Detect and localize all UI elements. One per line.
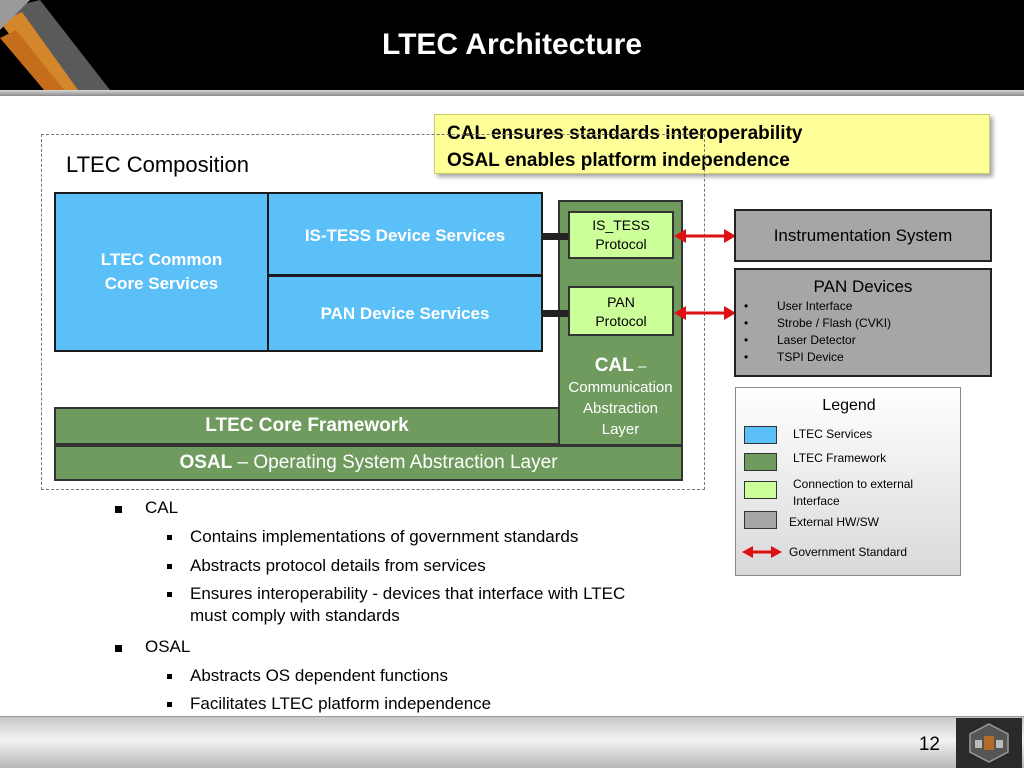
pan-connector <box>541 310 570 317</box>
istess-standard-arrow <box>674 229 736 243</box>
istess-protocol-line-1: IS_TESS <box>592 217 650 233</box>
bullet-dot: • <box>744 333 749 347</box>
ltec-core-framework-block: LTEC Core Framework <box>54 407 560 445</box>
sub-bullet-square <box>167 702 172 707</box>
instrumentation-system-box: Instrumentation System <box>734 209 992 262</box>
header-rule <box>0 90 1024 96</box>
government-standard-arrows <box>674 229 736 320</box>
pan-device-item: • Laser Detector <box>736 332 990 349</box>
bullet-cal: CAL <box>145 498 179 517</box>
pan-device-item: • Strobe / Flash (CVKI) <box>736 315 990 332</box>
istess-connector <box>541 233 570 240</box>
pan-device-label: User Interface <box>777 299 853 313</box>
cal-label-line-2: Abstraction <box>582 400 659 417</box>
legend-box: Legend LTEC Services LTEC Framework Conn… <box>735 387 961 576</box>
pan-devices-list: • User Interface • Strobe / Flash (CVKI) •… <box>736 298 990 366</box>
pan-protocol-line-1: PAN <box>607 294 635 310</box>
cal-label-line-3: Layer <box>601 421 640 438</box>
legend-title: Legend <box>822 397 876 414</box>
slide-footer <box>0 716 1024 768</box>
cal-label-bold: CAL <box>594 355 634 376</box>
core-services-line-2: Core Services <box>104 274 219 293</box>
sub-bullet-item: Facilitates LTEC platform independence <box>190 694 492 713</box>
sub-bullet-square <box>167 564 172 569</box>
core-framework-label: LTEC Core Framework <box>205 415 409 436</box>
slide-title: LTEC Architecture <box>381 28 643 61</box>
cal-label-dash: – <box>633 358 647 375</box>
sub-bullet-square <box>167 535 172 540</box>
osal-label-bold: OSAL <box>179 452 233 473</box>
legend-label-government-standard: Government Standard <box>789 545 908 559</box>
pan-standard-arrow <box>674 306 736 320</box>
sub-bullet-square <box>167 674 172 679</box>
legend-label-framework: LTEC Framework <box>793 451 887 465</box>
header-decoration <box>0 0 110 90</box>
legend-label-connection-line-1: Connection to external <box>793 477 914 491</box>
composition-title: LTEC Composition <box>66 152 249 177</box>
pan-device-services-block: PAN Device Services <box>267 275 543 352</box>
sub-bullet-item: Abstracts protocol details from services <box>190 556 486 575</box>
legend-swatch-framework <box>744 453 777 471</box>
bullet-dot: • <box>744 350 749 364</box>
pan-devices-box: PAN Devices • User Interface • Strobe / Fl… <box>734 268 992 377</box>
legend-label-external: External HW/SW <box>789 515 880 529</box>
osal-label-rest: – Operating System Abstraction Layer <box>232 452 558 473</box>
cal-label: CAL – Communication Abstraction Layer <box>558 355 683 440</box>
bullet-dot: • <box>744 299 749 313</box>
sub-bullet-line-2: must comply with standards <box>190 606 400 625</box>
legend-swatch-external <box>744 511 777 529</box>
istess-device-services-block: IS-TESS Device Services <box>267 192 543 276</box>
legend-label-connection: Connection to external Interface <box>793 476 913 510</box>
core-services-line-1: LTEC Common <box>100 250 223 269</box>
sub-bullet-item: Abstracts OS dependent functions <box>190 666 448 685</box>
osal-layer-block: OSAL – Operating System Abstraction Laye… <box>54 445 683 481</box>
page-number: 12 <box>918 734 940 755</box>
istess-device-services-label: IS-TESS Device Services <box>304 226 506 245</box>
cal-label-line-1: Communication <box>568 379 673 396</box>
pan-protocol-line-2: Protocol <box>595 313 647 329</box>
sub-bullet-item: Contains implementations of government s… <box>190 527 579 546</box>
bullet-square <box>115 506 122 513</box>
instrumentation-system-label: Instrumentation System <box>773 225 953 245</box>
istess-protocol-line-2: Protocol <box>595 236 647 252</box>
pan-device-item: • User Interface <box>736 298 990 315</box>
pan-device-services-label: PAN Device Services <box>320 303 490 323</box>
sub-bullet-item: Ensures interoperability - devices that … <box>190 583 625 627</box>
pan-protocol-box: PAN Protocol <box>568 286 674 336</box>
ltec-common-core-services-block: LTEC Common Core Services <box>54 192 269 352</box>
pan-devices-title: PAN Devices <box>813 277 913 296</box>
istess-protocol-box: IS_TESS Protocol <box>568 211 674 259</box>
pan-device-label: Strobe / Flash (CVKI) <box>777 316 892 330</box>
slide-header: LTEC Architecture <box>0 0 1024 90</box>
bullet-osal: OSAL <box>145 637 191 656</box>
legend-swatch-connection <box>744 481 777 499</box>
legend-arrow-icon <box>742 546 782 558</box>
legend-swatch-services <box>744 426 777 444</box>
legend-label-connection-line-2: Interface <box>793 494 840 508</box>
pan-device-label: TSPI Device <box>777 350 844 364</box>
bullet-square <box>115 645 122 652</box>
pan-device-label: Laser Detector <box>777 333 856 347</box>
callout-line-1: CAL ensures standards interoperability <box>447 123 803 144</box>
sub-bullet-line-1: Ensures interoperability - devices that … <box>190 584 626 603</box>
pan-device-item: • TSPI Device <box>736 349 990 366</box>
sub-bullet-square <box>167 592 172 597</box>
organization-logo-icon <box>956 718 1022 768</box>
legend-label-services: LTEC Services <box>793 427 873 441</box>
bullet-dot: • <box>744 316 749 330</box>
